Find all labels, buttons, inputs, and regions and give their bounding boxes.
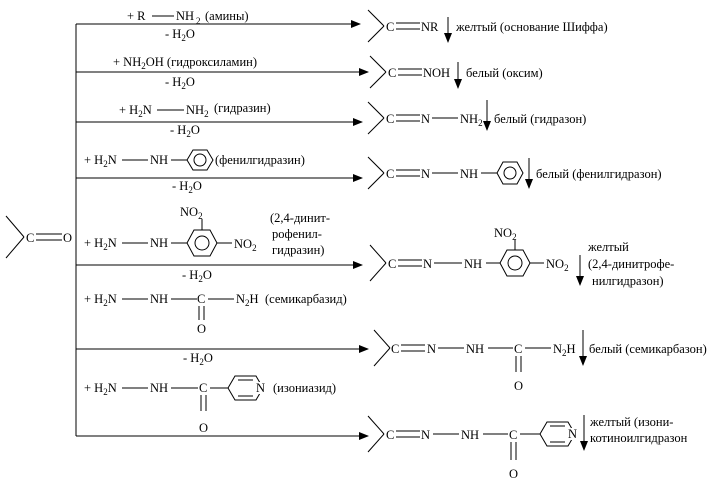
nitro-group: NO2 [234,237,257,253]
water-label: - H2O [182,268,212,284]
svg-text:N2H: N2H [553,342,576,358]
svg-text:C: C [386,167,394,181]
svg-text:C: C [388,66,396,80]
svg-text:O: O [514,379,523,393]
svg-text:C: C [509,428,517,442]
svg-text:рофенил-: рофенил- [272,227,322,241]
svg-text:N: N [427,342,436,356]
svg-text:(2,4-динит-: (2,4-динит- [270,211,330,225]
svg-text:NH: NH [464,257,482,271]
svg-text:котиноилгидразон: котиноилгидразон [590,431,688,445]
reagent-h2n: + H2N [84,292,117,308]
svg-text:C: C [514,342,522,356]
svg-text:N: N [421,167,430,181]
water-label: - H2O [183,351,213,367]
svg-text:N2H: N2H [236,292,259,308]
product-oxime: C NOH белый (оксим) [369,55,543,89]
svg-text:желтый: желтый [587,240,629,254]
product-hydrazone: C N NH2 белый (гидразон) [367,100,586,135]
pyridine-ring-icon: N [227,375,265,401]
svg-text:NOH: NOH [423,66,450,80]
nitro-group: NO2 [546,257,569,273]
svg-text:C: C [391,342,399,356]
svg-text:C: C [388,257,396,271]
pyridine-ring-icon: N [539,421,577,447]
svg-text:NR: NR [421,20,439,34]
product-note: белый (фенилгидразон) [536,167,662,181]
reagent-name: (амины) [205,9,249,23]
svg-text:O: O [197,322,206,336]
svg-text:NH: NH [461,428,479,442]
product-schiff-base: C NR желтый (основание Шиффа) [367,9,608,43]
svg-text:C: C [197,292,205,306]
reagent-name: (гидразин) [214,101,271,115]
svg-text:NH: NH [150,236,168,250]
reagent-name: (семикарбазид) [265,292,347,306]
svg-text:2: 2 [196,16,201,26]
svg-text:C: C [199,381,207,395]
reactant-c: C [26,231,34,245]
product-note: желтый (основание Шиффа) [455,20,608,34]
svg-text:NH: NH [460,167,478,181]
svg-text:C: C [386,112,394,126]
reagent-h2n: + H2N [84,236,117,252]
svg-text:N: N [423,257,432,271]
reagent-hydroxylamine: + NH2OH (гидроксиламин) [113,55,257,71]
svg-text:N: N [568,427,577,441]
product-isonicotinoylhydrazone: C N NH C O N желтый (изони- котиноилгидр… [367,415,688,481]
svg-text:N: N [256,381,265,395]
reaction-isoniazid: + H2N NH C O N (изониазид) C N NH C [76,375,688,481]
svg-text:O: O [199,421,208,435]
svg-text:NH2: NH2 [186,103,209,119]
svg-text:гидразин): гидразин) [272,243,324,257]
svg-text:C: C [386,428,394,442]
carbonyl-reactant: C O [5,215,72,259]
reagent-h2n: + H2N [84,381,117,397]
product-dinitrophenylhydrazone: C N NH NO2 NO2 желтый (2,4-динитрофе- ни… [369,226,674,288]
reagent-h2n: + H2N [119,103,152,119]
water-label: - H2O [165,27,195,43]
nitro-group: NO2 [180,205,203,221]
benzene-ring-icon [499,249,531,277]
reaction-semicarbazide: + H2N NH C O N2H (семикарбазид) - H2O C … [76,292,707,393]
water-label: - H2O [172,179,202,195]
reactant-o: O [63,231,72,245]
svg-text:C: C [386,20,394,34]
benzene-ring-icon [186,149,214,171]
reaction-phenylhydrazine: + H2N NH (фенилгидразин) - H2O C N NH бе… [76,149,662,195]
nitro-group: NO2 [494,226,517,242]
svg-text:N: N [421,428,430,442]
svg-text:N: N [421,112,430,126]
reagent-nh: NH [176,9,194,23]
reagent-h2n: + H2N [84,153,117,169]
svg-text:нилгидразон): нилгидразон) [592,274,664,288]
reaction-hydroxylamine: + NH2OH (гидроксиламин) - H2O C NOH белы… [76,55,543,91]
svg-text:(2,4-динитрофе-: (2,4-динитрофе- [588,257,674,271]
benzene-ring-icon [496,161,524,185]
svg-text:NH2: NH2 [460,112,483,128]
svg-text:NH: NH [150,381,168,395]
product-note: белый (гидразон) [494,112,586,126]
product-phenylhydrazone: C N NH белый (фенилгидразон) [367,156,662,190]
benzene-ring-icon [186,229,218,257]
reaction-amines: + R NH 2 (амины) - H2O C NR желтый (осно… [76,9,608,43]
reagent-name: (изониазид) [273,381,336,395]
svg-text:O: O [509,467,518,481]
product-note: белый (семикарбазон) [589,342,707,356]
reagent-name: (фенилгидразин) [215,153,305,167]
water-label: - H2O [170,123,200,139]
svg-text:NH: NH [150,153,168,167]
svg-text:NH: NH [466,342,484,356]
product-note: белый (оксим) [466,66,543,80]
reaction-dinitrophenylhydrazine: + H2N NH NO2 NO2 (2,4-динит- рофенил- ги… [76,205,674,288]
svg-text:желтый (изони-: желтый (изони- [589,415,673,429]
svg-text:NH: NH [150,292,168,306]
product-semicarbazone: C N NH C O N2H белый (семикарбазон) [373,329,707,393]
reaction-hydrazine: + H2N NH2 (гидразин) - H2O C N NH2 белый… [76,100,586,139]
reagent-r: + R [127,9,146,23]
water-label: - H2O [165,75,195,91]
